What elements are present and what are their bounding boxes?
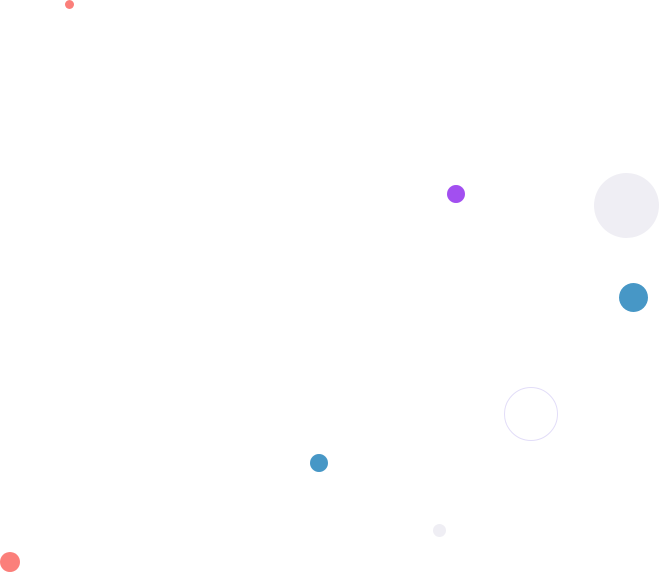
large-gray-circle [594,173,659,238]
small-coral-circle [65,0,74,9]
small-gray-circle [433,524,446,537]
blue-circle [619,283,648,312]
outlined-circle [504,387,558,441]
small-blue-circle [310,454,328,472]
purple-circle [447,185,465,203]
coral-circle [0,552,20,572]
